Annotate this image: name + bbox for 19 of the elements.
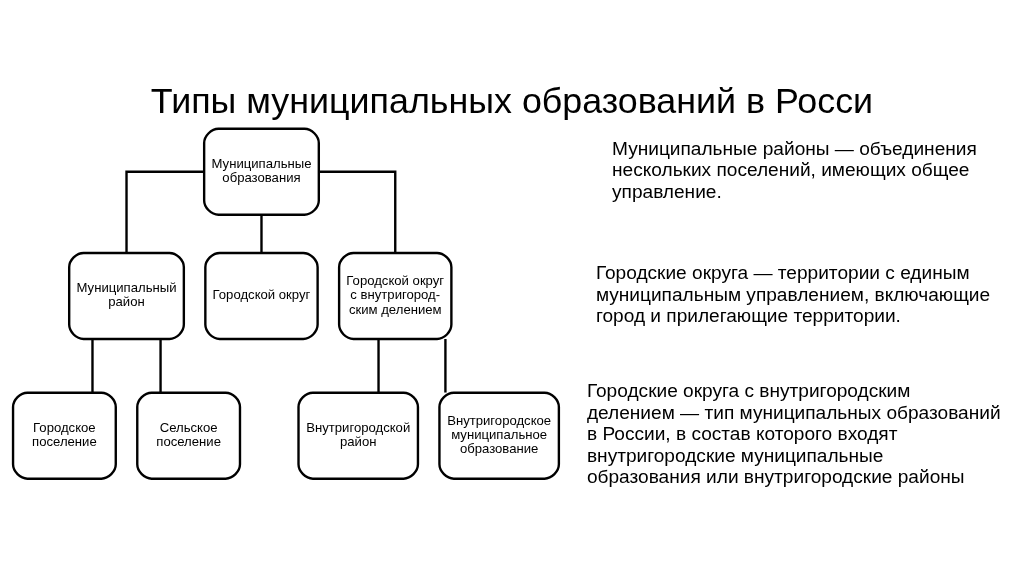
connector [125,170,204,253]
label: Муниципальные районы — объединения нескольких поселений, имеющих общее управление. [612,137,977,202]
node-box: Городской округ [204,251,319,341]
connector [444,339,447,393]
connector [159,339,162,393]
node-box: Внутригородское муниципальное образование [438,391,561,480]
connector [377,339,380,393]
node-box: Городской округ с внутригород- ским делением [337,251,453,341]
node-box: Внутригородской район [297,391,420,480]
node-box: Сельское поселение [136,391,242,480]
node-box: Муниципальный район [68,251,186,341]
connector [319,170,397,253]
diagram-title: Типы муниципальных образований в Росси [150,81,874,122]
node-box: Городское поселение [11,391,117,480]
node-box: Муниципальные образования [202,127,320,216]
label: Городские округа с внутригородским делением — тип муниципальных образований в России, в состав которого входят внутригородские муниципальные образования или внутригородские районы [586,380,1001,488]
connector [91,339,94,393]
label: Городские округа — территории с единым муниципальным управлением, включающие город и прилегающие территории. [595,262,991,326]
connector [260,214,263,253]
